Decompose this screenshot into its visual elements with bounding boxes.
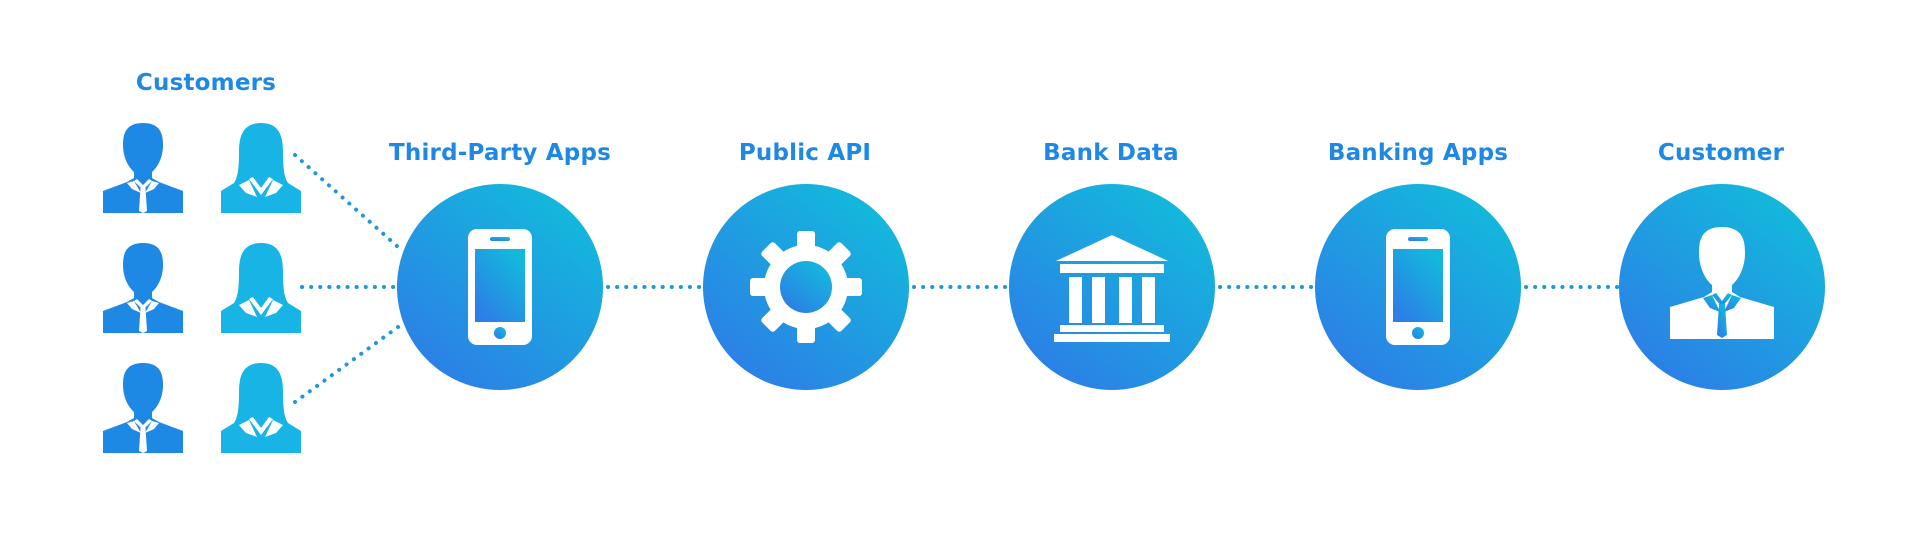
label-banking-apps: Banking Apps <box>1327 140 1509 166</box>
woman-icon <box>221 243 301 333</box>
man-icon <box>103 363 183 453</box>
connector-bottom <box>293 325 400 404</box>
label-bank-data: Bank Data <box>1043 140 1179 166</box>
gear-icon <box>750 231 862 343</box>
node-customer <box>1619 184 1825 390</box>
connector-lines <box>293 153 1620 404</box>
smartphone-icon <box>1386 229 1450 345</box>
customers-title: Customers <box>135 70 277 96</box>
man-icon <box>103 123 183 213</box>
bank-building-icon <box>1054 235 1170 342</box>
node-banking-apps <box>1315 184 1521 390</box>
node-public-api <box>703 184 909 390</box>
label-public-api: Public API <box>738 140 872 166</box>
label-customer: Customer <box>1657 140 1785 166</box>
smartphone-icon <box>468 229 532 345</box>
node-circle <box>1009 184 1215 390</box>
label-third-party-apps: Third-Party Apps <box>388 140 612 166</box>
woman-icon <box>221 123 301 213</box>
connector-top <box>293 153 400 249</box>
customers-grid <box>103 123 301 453</box>
node-third-party-apps <box>397 184 603 390</box>
businessman-icon <box>1670 227 1774 339</box>
woman-icon <box>221 363 301 453</box>
node-bank-data <box>1009 184 1215 390</box>
man-icon <box>103 243 183 333</box>
